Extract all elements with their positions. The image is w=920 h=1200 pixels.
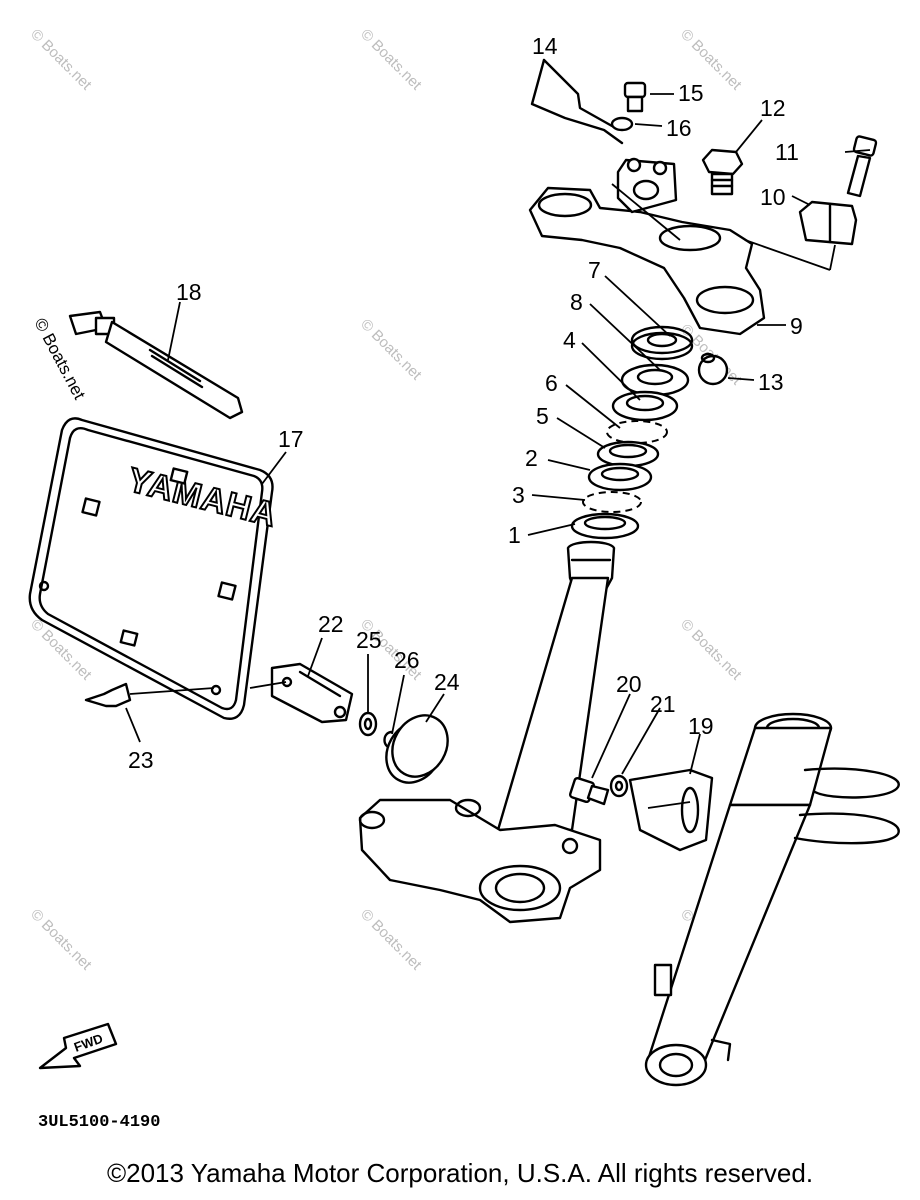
bearing-stack [570, 325, 729, 540]
part-label-21: 21 [650, 691, 676, 717]
plate-brand-text: YAMAHA [124, 461, 281, 535]
part-label-6: 6 [545, 370, 558, 396]
number-plate-17: YAMAHA [28, 417, 282, 720]
part-label-25: 25 [356, 627, 382, 653]
part-label-8: 8 [570, 289, 583, 315]
copyright-notice: ©2013 Yamaha Motor Corporation, U.S.A. A… [106, 1158, 814, 1188]
part-label-23: 23 [128, 747, 154, 773]
part-label-12: 12 [760, 95, 786, 121]
watermark: © Boats.net [357, 316, 425, 384]
part-label-2: 2 [525, 445, 538, 471]
part-label-14: 14 [532, 33, 558, 59]
steering-stem [358, 540, 616, 924]
part-label-3: 3 [512, 482, 525, 508]
part-label-15: 15 [678, 80, 704, 106]
watermark: © Boats.net [357, 906, 425, 974]
mounting-hardware [84, 662, 449, 784]
part-label-22: 22 [318, 611, 344, 637]
part-label-11: 11 [775, 139, 799, 165]
part-label-19: 19 [688, 713, 714, 739]
watermark: © Boats.net [27, 906, 95, 974]
part-label-5: 5 [536, 403, 549, 429]
fwd-arrow: FWD [38, 1022, 118, 1070]
part-label-10: 10 [760, 184, 786, 210]
part-label-17: 17 [278, 426, 304, 452]
part-label-16: 16 [666, 115, 692, 141]
part-label-1: 1 [508, 522, 521, 548]
part-label-13: 13 [758, 369, 784, 395]
part-label-4: 4 [563, 327, 576, 353]
diagram-code: 3UL5100-4190 [38, 1113, 160, 1132]
part-label-24: 24 [434, 669, 460, 695]
strap-18 [68, 310, 244, 420]
part-label-7: 7 [588, 257, 601, 283]
part-label-20: 20 [616, 671, 642, 697]
part-labels: 14 15 16 12 11 10 9 7 8 4 6 5 2 3 1 13 1… [128, 33, 803, 773]
part-label-18: 18 [176, 279, 202, 305]
watermark: © Boats.net [27, 616, 95, 684]
part-label-9: 9 [790, 313, 803, 339]
part-label-26: 26 [394, 647, 420, 673]
watermark: © Boats.net [27, 26, 95, 94]
upper-bracket [528, 58, 878, 336]
bracket-19 [568, 768, 714, 852]
fork-leg [644, 712, 900, 1087]
watermark: © Boats.net [357, 26, 425, 94]
leader-lines [125, 93, 871, 779]
watermark: © Boats.net [677, 616, 745, 684]
